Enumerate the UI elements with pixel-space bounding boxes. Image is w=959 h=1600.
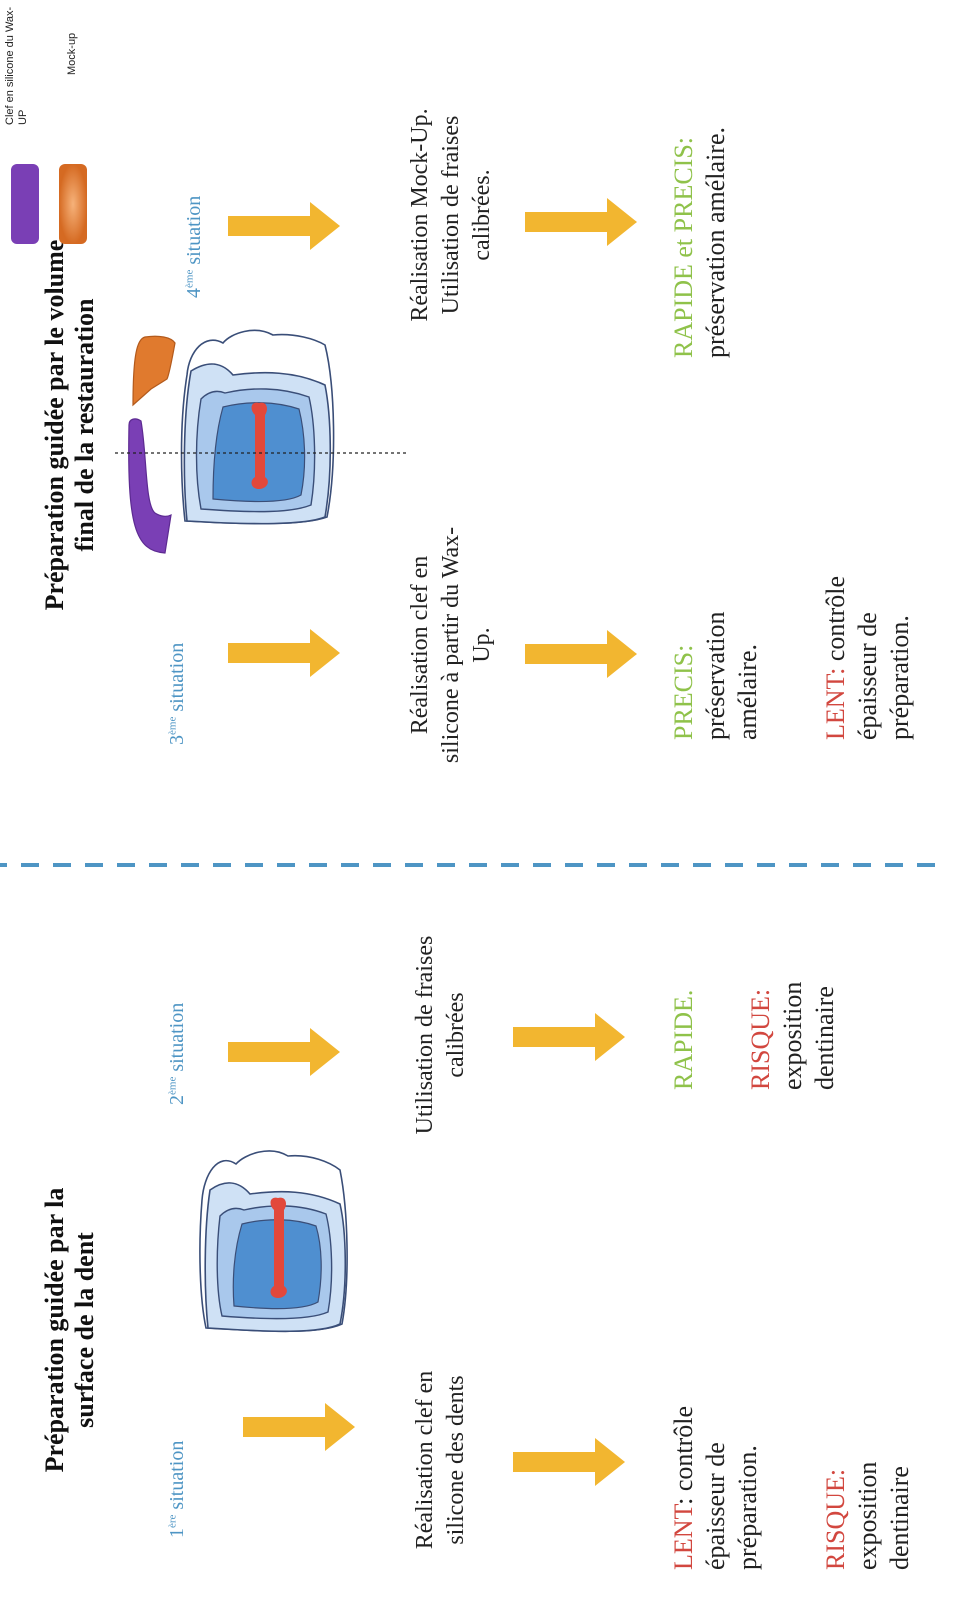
arrow-down-icon <box>513 1438 625 1486</box>
arrow-down-icon <box>228 202 340 250</box>
legend-mock-up-label: Mock-up <box>66 32 78 75</box>
arrow-down-icon <box>228 629 340 677</box>
arrow-down-icon <box>525 630 637 678</box>
tooth-cross-section-icon <box>199 1150 348 1333</box>
mock-up-swatch <box>59 164 87 244</box>
tooth-with-key-icon <box>115 329 407 554</box>
silicone-key-swatch <box>11 164 39 244</box>
right-section-title: Préparation guidée par le volume final d… <box>40 239 99 611</box>
arrow-down-icon <box>525 198 637 246</box>
legend-silicone-key-label: Clef en silicone du Wax-UP <box>4 6 29 125</box>
arrow-down-icon <box>228 1028 340 1076</box>
arrow-down-icon <box>513 1013 625 1061</box>
arrow-down-icon <box>243 1403 355 1451</box>
